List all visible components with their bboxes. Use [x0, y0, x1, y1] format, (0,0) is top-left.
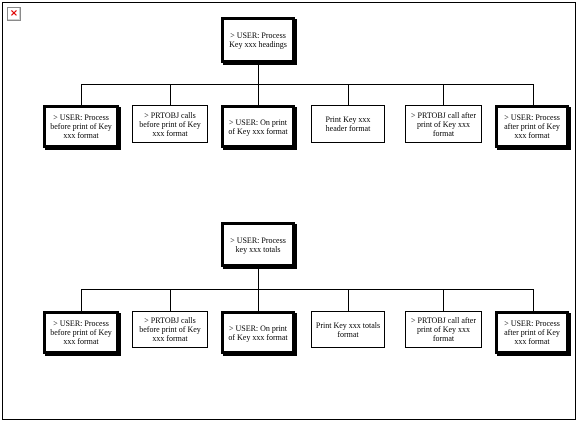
node-user-on-print-2: > USER: On print of Key xxx format	[221, 311, 295, 354]
node-user-before-print-2: > USER: Process before print of Key xxx …	[43, 311, 119, 354]
node-prtobj-after-print-1: > PRTOBJ call after print of Key xxx for…	[405, 105, 482, 143]
node-print-header-format: Print Key xxx header format	[311, 105, 385, 143]
root-node-totals: > USER: Process key xxx totals	[221, 222, 295, 267]
broken-image-icon: ×	[7, 7, 21, 21]
node-print-totals-format: Print Key xxx totals format	[311, 311, 385, 348]
node-user-after-print-2: > USER: Process after print of Key xxx f…	[495, 311, 569, 354]
node-prtobj-after-print-2: > PRTOBJ call after print of Key xxx for…	[405, 311, 482, 348]
node-prtobj-before-print-2: > PRTOBJ calls before print of Key xxx f…	[132, 311, 208, 348]
node-prtobj-before-print-1: > PRTOBJ calls before print of Key xxx f…	[132, 105, 208, 143]
node-user-after-print-1: > USER: Process after print of Key xxx f…	[495, 105, 569, 148]
node-user-before-print-1: > USER: Process before print of Key xxx …	[43, 105, 119, 148]
root-node-headings: > USER: Process Key xxx headings	[221, 17, 295, 63]
broken-image-glyph: ×	[9, 8, 19, 19]
node-user-on-print-1: > USER: On print of Key xxx format	[221, 105, 295, 148]
